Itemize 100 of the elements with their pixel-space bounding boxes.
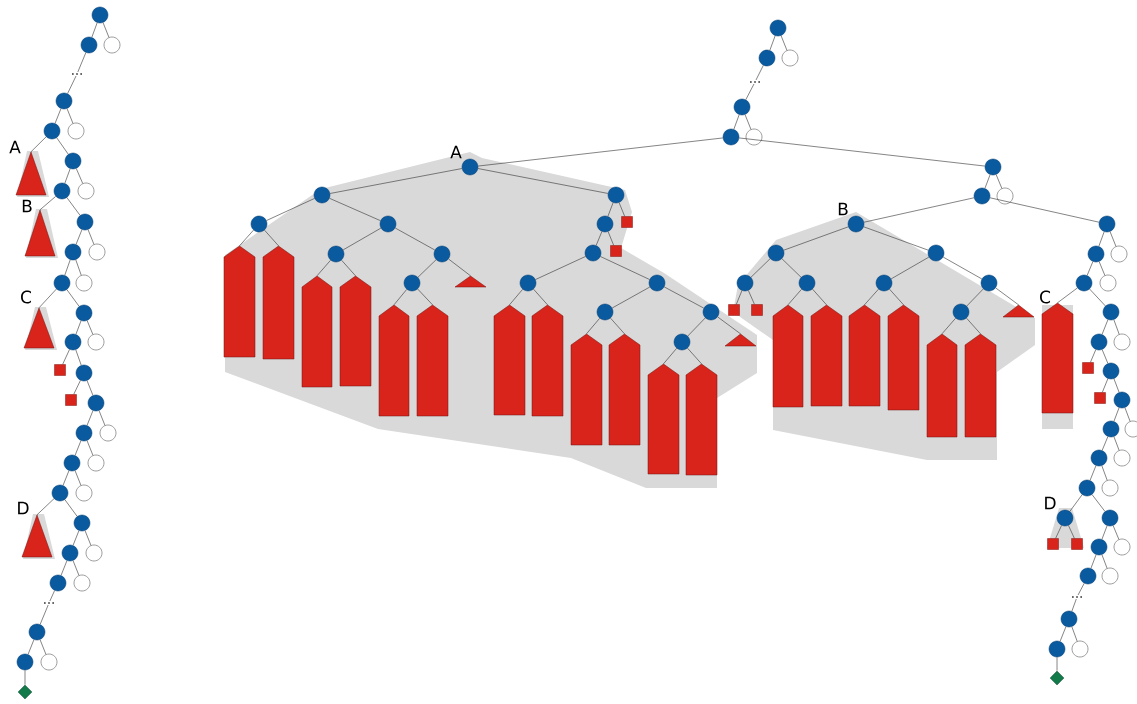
filled-circle [1060, 610, 1078, 628]
filled-circle [75, 424, 93, 442]
connector-line [102, 22, 110, 38]
filled-circle [313, 186, 331, 204]
connector-line [86, 380, 94, 396]
connector-line [264, 229, 279, 247]
connector-line [595, 231, 603, 246]
connector-line [98, 410, 106, 426]
filled-circle [379, 215, 397, 233]
connector-line [864, 288, 879, 306]
connector-line [769, 35, 776, 51]
connector-line [733, 114, 740, 130]
connector-line [477, 168, 609, 194]
filled-circle [49, 574, 67, 592]
filled-circle [673, 333, 691, 351]
filled-circle [250, 215, 268, 233]
bar [416, 304, 449, 417]
bar [531, 304, 564, 417]
hollow-circle [73, 574, 91, 592]
node-label: C [1040, 290, 1051, 304]
node-label: B [838, 202, 848, 216]
connector-line [736, 290, 743, 305]
hollow-circle [1110, 245, 1128, 263]
bar [810, 304, 843, 407]
filled-circle [75, 364, 93, 382]
connector-line [91, 22, 98, 38]
bar [301, 275, 333, 388]
filled-circle [73, 514, 91, 532]
filled-circle [733, 98, 751, 116]
square [1094, 392, 1106, 404]
connector-line [890, 256, 930, 280]
connector-line [86, 320, 94, 335]
bar [223, 245, 256, 358]
connector-line [62, 349, 70, 365]
hollow-circle [99, 424, 117, 442]
bar [685, 363, 718, 476]
filled-circle [767, 244, 785, 262]
connector-line [995, 287, 1019, 306]
connector-line [664, 286, 705, 309]
node-label: B [22, 199, 32, 213]
connector-line [1113, 378, 1120, 393]
filled-circle [55, 92, 73, 110]
connector-line [49, 590, 55, 602]
connector-line [600, 256, 650, 280]
bar [964, 333, 997, 438]
connector-line [663, 348, 677, 365]
filled-circle [736, 274, 754, 292]
connector-line [75, 259, 82, 276]
connector-line [60, 560, 68, 576]
hollow-circle [1113, 538, 1131, 556]
hollow-circle [1071, 640, 1089, 658]
connector-line [1090, 349, 1097, 363]
connector-line [393, 289, 408, 306]
connector-line [781, 258, 802, 278]
connector-line [607, 202, 614, 217]
filled-circle [91, 6, 109, 24]
connector-line [39, 604, 49, 625]
hollow-circle [1101, 567, 1119, 585]
connector-line [75, 349, 82, 366]
connector-line [24, 669, 26, 686]
hollow-circle [103, 36, 121, 54]
connector-line [64, 499, 78, 517]
connector-line [610, 317, 625, 335]
connector-line [64, 168, 71, 184]
hollow-circle [745, 128, 763, 146]
connector-line [84, 530, 92, 546]
filled-circle [648, 274, 666, 292]
bar [570, 333, 603, 446]
connector-line [66, 108, 74, 124]
connector-line [687, 347, 702, 365]
hollow-circle [88, 243, 106, 261]
connector-line [67, 75, 77, 94]
filled-circle [980, 274, 998, 292]
connector-line [1089, 288, 1106, 307]
connector-line [36, 498, 55, 516]
connector-line [1113, 319, 1120, 335]
ellipsis-text: ... [1072, 596, 1082, 598]
filled-circle [61, 544, 79, 562]
connector-line [863, 197, 975, 223]
connector-line [1101, 349, 1109, 364]
filled-circle [584, 244, 602, 262]
connector-line [966, 288, 984, 307]
connector-line [86, 440, 94, 456]
node-label: C [21, 290, 31, 304]
connector-line [1055, 525, 1062, 539]
connector-line [984, 174, 991, 189]
connector-line [75, 229, 83, 245]
filled-circle [1090, 449, 1108, 467]
connector-line [1059, 626, 1067, 642]
filled-circle [596, 303, 614, 321]
filled-circle [75, 304, 93, 322]
hollow-circle [77, 182, 95, 200]
connector-line [1124, 407, 1131, 422]
filled-circle [1090, 538, 1108, 556]
connector-line [687, 317, 706, 337]
connector-line [1071, 626, 1078, 642]
connector-line [75, 320, 82, 335]
connector-line [1091, 494, 1106, 512]
filled-circle [1087, 245, 1105, 263]
hollow-circle [87, 454, 105, 472]
